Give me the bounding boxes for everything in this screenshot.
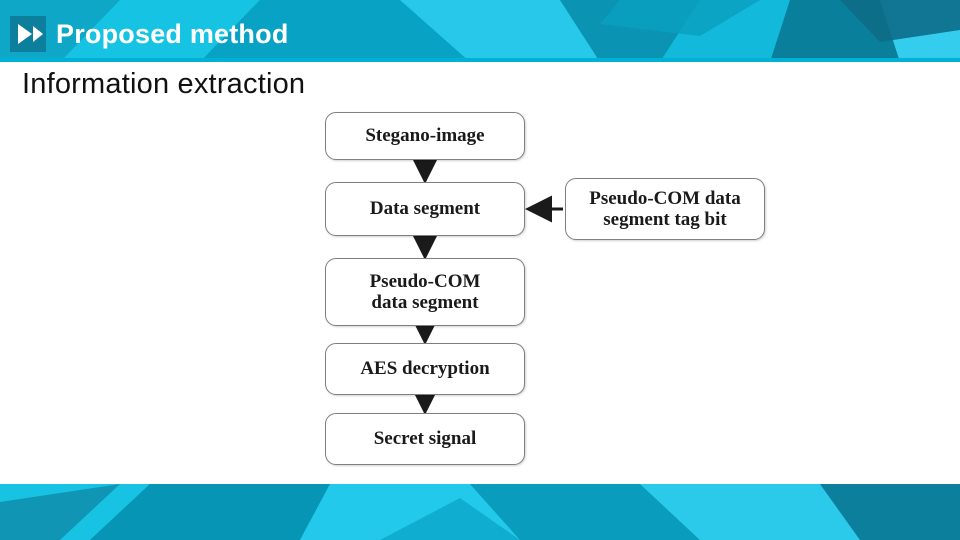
- page-title: Proposed method: [56, 18, 289, 49]
- play-triangle-logo-icon: [10, 16, 46, 52]
- bottom-decorative-banner: [0, 484, 960, 540]
- flow-node-stegano-image: Stegano-image: [325, 112, 525, 160]
- flow-node-label: Stegano-image: [365, 125, 485, 147]
- flow-node-data-segment: Data segment: [325, 182, 525, 236]
- header: Proposed method: [0, 12, 960, 56]
- flow-node-pseudo-com-data-segment: Pseudo-COM data segment: [325, 258, 525, 326]
- flow-node-label: AES decryption: [360, 358, 490, 380]
- top-decorative-banner: [0, 0, 960, 62]
- flow-node-label: Pseudo-COM data segment tag bit: [589, 187, 741, 230]
- flow-node-secret-signal: Secret signal: [325, 413, 525, 465]
- flow-node-label: Secret signal: [373, 428, 477, 450]
- flow-node-label: Data segment: [369, 198, 481, 220]
- section-title: Information extraction: [22, 68, 306, 100]
- information-extraction-flowchart: Stegano-image Data segment Pseudo-COM da…: [0, 100, 960, 480]
- flow-arrows: [411, 157, 563, 415]
- flow-node-aes-decryption: AES decryption: [325, 343, 525, 395]
- flow-node-pseudo-com-tag-bit: Pseudo-COM data segment tag bit: [565, 178, 765, 240]
- flow-node-label: Pseudo-COM data segment: [369, 270, 481, 313]
